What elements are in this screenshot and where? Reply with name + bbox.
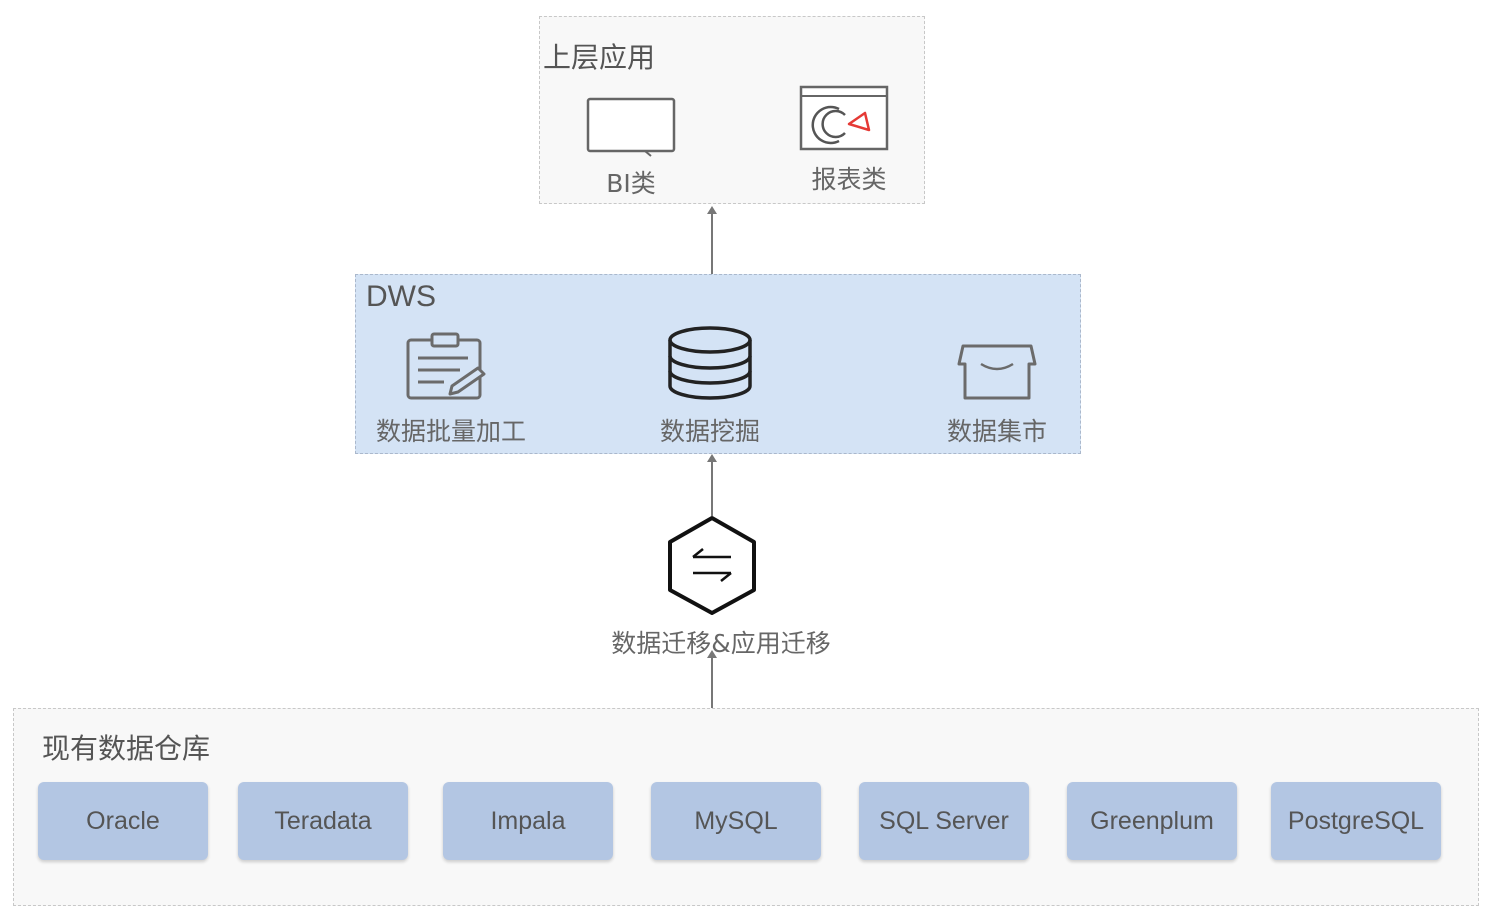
- migration-label: 数据迁移&应用迁移: [611, 629, 831, 658]
- dws-title: DWS: [366, 280, 436, 313]
- upper-app-title: 上层应用: [543, 41, 656, 74]
- store-icon: [957, 344, 1037, 400]
- pie-chart-report-icon: [799, 85, 889, 151]
- database-icon: [668, 326, 752, 400]
- db-oracle: Oracle: [38, 782, 208, 860]
- clipboard-edit-icon: [406, 332, 486, 400]
- arrow-to-migration: [707, 650, 717, 708]
- batch-processing-label: 数据批量加工: [375, 417, 526, 446]
- monitor-icon: [586, 97, 676, 157]
- db-postgresql: PostgreSQL: [1271, 782, 1441, 860]
- data-mart-label: 数据集市: [946, 417, 1047, 446]
- db-greenplum: Greenplum: [1067, 782, 1237, 860]
- exchange-arrows-hexagon-icon: [668, 516, 756, 615]
- existing-dw-title: 现有数据仓库: [42, 732, 211, 765]
- arrow-to-dws: [707, 454, 717, 516]
- data-mining-label: 数据挖掘: [659, 417, 760, 446]
- report-label: 报表类: [811, 165, 887, 194]
- arrow-to-upper-app: [707, 206, 717, 274]
- bi-label: BI类: [606, 169, 656, 198]
- db-impala: Impala: [443, 782, 613, 860]
- db-teradata: Teradata: [238, 782, 408, 860]
- db-sql-server: SQL Server: [859, 782, 1029, 860]
- db-mysql: MySQL: [651, 782, 821, 860]
